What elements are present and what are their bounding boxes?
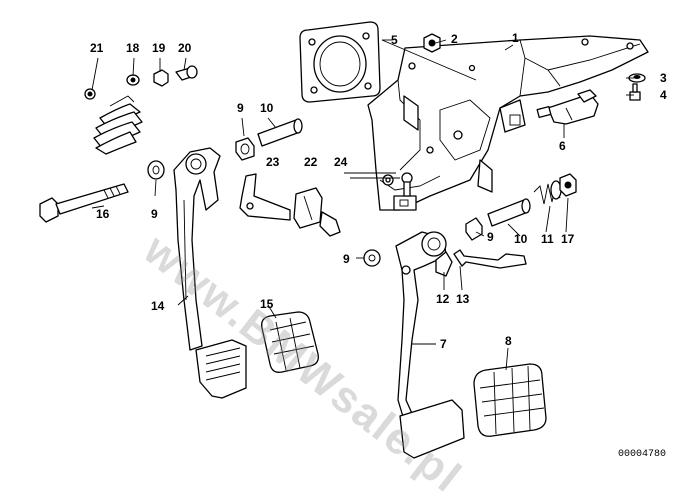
clutch-pad <box>261 311 319 373</box>
callout-11: 11 <box>541 232 554 246</box>
bushing-upper <box>235 137 255 161</box>
brake-pad <box>473 363 547 437</box>
callout-9-upper: 9 <box>237 101 244 115</box>
clutch-switch <box>293 187 341 237</box>
brake-pedal <box>395 231 465 459</box>
callout-9-lower: 9 <box>343 252 350 266</box>
screw-24 <box>401 172 413 197</box>
diagram-drawing <box>39 21 649 459</box>
nut-17 <box>559 173 577 197</box>
parts-diagram: www.BMWsale.pl 1 2 3 4 5 6 7 8 9 9 9 9 1… <box>39 21 667 503</box>
callout-10-right: 10 <box>514 232 528 246</box>
callout-20: 20 <box>178 41 192 55</box>
callout-17: 17 <box>561 232 575 246</box>
leader-lines <box>91 39 634 371</box>
document-number: 00004780 <box>618 449 667 460</box>
callout-3: 3 <box>660 71 667 85</box>
callout-22: 22 <box>304 155 318 169</box>
callout-6: 6 <box>559 139 566 153</box>
spring-assembly <box>84 65 198 155</box>
callout-18: 18 <box>126 41 140 55</box>
clip-12 <box>435 251 453 277</box>
pedal-bracket <box>367 35 649 211</box>
callout-12: 12 <box>436 292 450 306</box>
callout-9-left: 9 <box>151 207 158 221</box>
callout-13: 13 <box>456 292 470 306</box>
callout-24: 24 <box>334 155 348 169</box>
nut-2 <box>423 33 441 53</box>
bushing-left <box>147 160 165 180</box>
clutch-pedal <box>173 147 247 399</box>
gasket-plate <box>299 21 381 103</box>
callout-10-upper: 10 <box>260 101 274 115</box>
callout-23: 23 <box>266 155 280 169</box>
callout-16: 16 <box>96 207 110 221</box>
callout-9-right: 9 <box>487 230 494 244</box>
callout-21: 21 <box>90 41 104 55</box>
callout-2: 2 <box>451 32 458 46</box>
bolt-4 <box>629 83 641 101</box>
callout-8: 8 <box>505 334 512 348</box>
bushing-right <box>465 217 483 241</box>
callout-1: 1 <box>512 31 519 45</box>
callout-19: 19 <box>152 41 166 55</box>
sleeve-upper <box>257 118 303 147</box>
bushing-lower <box>363 249 381 267</box>
bracket-23 <box>239 173 291 221</box>
callout-4: 4 <box>660 88 667 102</box>
callout-5: 5 <box>391 33 398 47</box>
callout-7: 7 <box>440 337 447 351</box>
callout-15: 15 <box>260 297 274 311</box>
spring-11 <box>533 180 562 205</box>
sleeve-right <box>487 198 531 227</box>
brake-light-switch <box>536 89 599 125</box>
pin-13 <box>453 249 527 269</box>
long-bolt <box>39 183 129 223</box>
callout-14: 14 <box>151 299 165 313</box>
